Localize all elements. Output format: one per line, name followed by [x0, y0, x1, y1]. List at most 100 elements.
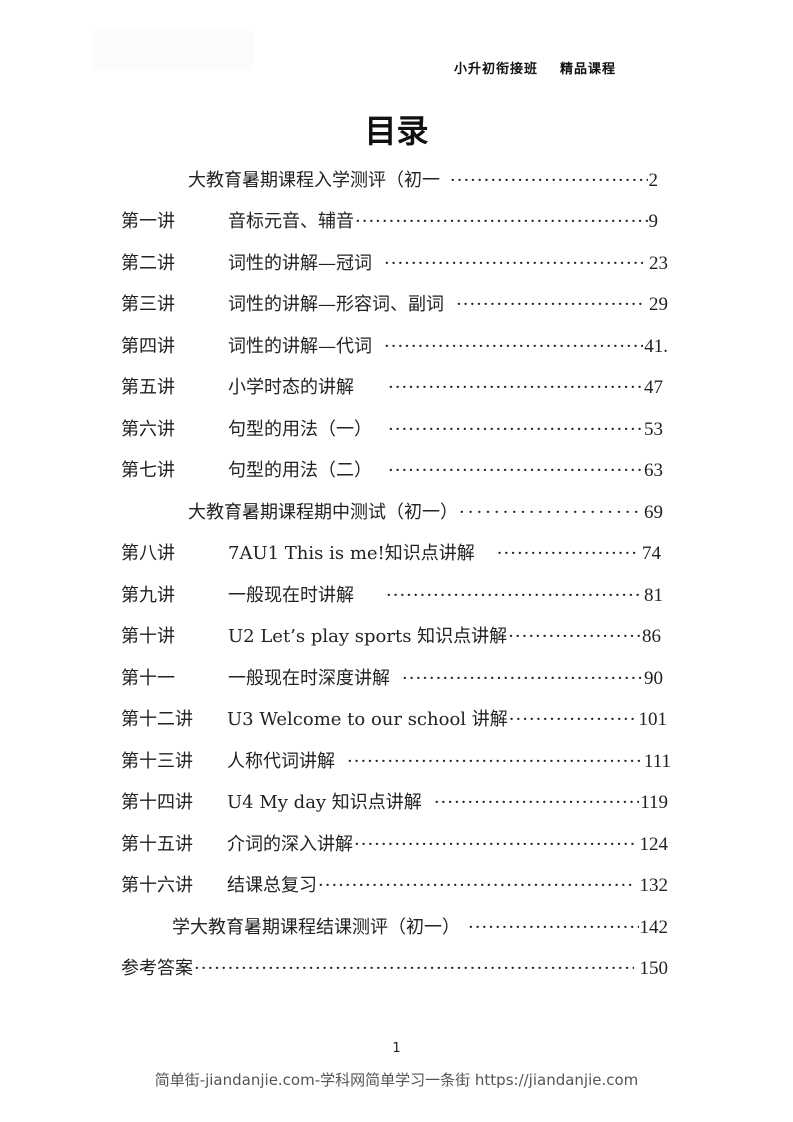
header-logo-placeholder — [92, 30, 254, 70]
toc-entry[interactable]: 第五讲 小学时态的讲解 47 — [121, 373, 663, 403]
toc-entry-page: 23 — [649, 253, 668, 274]
toc-entry-lecture: 第三讲 — [121, 294, 175, 315]
toc-entry-lecture: 第十六讲 — [121, 875, 193, 896]
header-left-text: 小升初衔接班 — [454, 62, 539, 77]
toc-entry-page: 132 — [639, 875, 669, 896]
toc-entry-lecture: 第十三讲 — [121, 751, 193, 772]
toc-entry-title: 句型的用法（二） — [228, 460, 372, 481]
toc-entry-page: 150 — [639, 958, 669, 979]
toc-entry-lecture: 第十二讲 — [121, 709, 193, 730]
toc-entry[interactable]: 第十四讲 U4 My day 知识点讲解 119 — [121, 788, 668, 818]
header-right-text: 精品课程 — [560, 62, 617, 77]
toc-entry[interactable]: 第九讲 一般现在时讲解 81 — [121, 581, 663, 611]
toc-entry-lecture: 第十讲 — [121, 626, 175, 647]
toc-entry-title: 词性的讲解—冠词 — [228, 253, 372, 274]
toc-entry-page: 41. — [644, 336, 668, 357]
leader-dots — [508, 622, 641, 652]
leader-dots — [355, 207, 648, 237]
leader-dots — [354, 830, 634, 860]
toc-entry[interactable]: 第二讲 词性的讲解—冠词 23 — [121, 249, 668, 279]
toc-entry[interactable]: 大教育暑期课程期中测试（初一） 69 — [188, 498, 663, 528]
leader-dots — [386, 581, 643, 611]
leader-dots — [347, 747, 643, 777]
toc-entry-page: 119 — [640, 792, 668, 813]
toc-entry-lecture: 第二讲 — [121, 253, 175, 274]
toc-entry[interactable]: 第十三讲 人称代词讲解 111 — [121, 747, 671, 777]
toc-entry-title: 小学时态的讲解 — [228, 377, 354, 398]
leader-dots — [388, 456, 643, 486]
toc-entry-title: 大教育暑期课程入学测评（初一 — [188, 170, 440, 191]
toc-entry-page: 53 — [644, 419, 663, 440]
toc-entry-title: 音标元音、辅音 — [228, 211, 354, 232]
toc-entry-title: U3 Welcome to our school 讲解 — [227, 709, 508, 730]
leader-dots — [450, 166, 648, 196]
toc-entry-title: 一般现在时深度讲解 — [228, 668, 390, 689]
toc-entry-page: 101 — [638, 709, 668, 730]
toc-entry-page: 47 — [644, 377, 663, 398]
toc-entry-title: 句型的用法（一） — [228, 419, 372, 440]
page-title: 目录 — [364, 112, 429, 150]
toc-entry-lecture: 第十五讲 — [121, 834, 193, 855]
toc-entry-page: 9 — [648, 211, 659, 232]
page-header: 小升初衔接班 精品课程 — [454, 58, 616, 77]
toc-entry[interactable]: 第七讲 句型的用法（二） 63 — [121, 456, 663, 486]
leader-dots — [388, 373, 643, 403]
toc-entry-lecture: 第四讲 — [121, 336, 175, 357]
leader-dots — [402, 664, 643, 694]
toc-entry[interactable]: 第四讲 词性的讲解—代词 41. — [121, 332, 668, 362]
leader-dots — [434, 788, 639, 818]
leader-dots — [318, 871, 634, 901]
toc-entry-page: 74 — [642, 543, 661, 564]
leader-dots — [388, 415, 643, 445]
toc-entry-title: 参考答案 — [121, 958, 193, 979]
toc-entry[interactable]: 第十二讲 U3 Welcome to our school 讲解 101 — [121, 705, 667, 735]
toc-entry-page: 2 — [648, 170, 659, 191]
toc-entry-lecture: 第七讲 — [121, 460, 175, 481]
toc-entry[interactable]: 学大教育暑期课程结课测评（初一） 142 — [172, 913, 668, 943]
toc-entry-page: 142 — [639, 917, 669, 938]
toc-entry-title: 词性的讲解—形容词、副词 — [228, 294, 444, 315]
toc-entry-page: 90 — [644, 668, 663, 689]
toc-entry-title: 结课总复习 — [227, 875, 317, 896]
toc-entry[interactable]: 参考答案 150 — [121, 954, 668, 984]
toc-entry[interactable]: 大教育暑期课程入学测评（初一 2 — [188, 166, 658, 196]
toc-entry-title: 词性的讲解—代词 — [228, 336, 372, 357]
toc-entry-lecture: 第六讲 — [121, 419, 175, 440]
leader-dots — [459, 498, 643, 528]
toc-entry-title: U4 My day 知识点讲解 — [227, 792, 422, 813]
toc-entry[interactable]: 第一讲 音标元音、辅音 9 — [121, 207, 658, 237]
toc-entry[interactable]: 第三讲 词性的讲解—形容词、副词 29 — [121, 290, 668, 320]
leader-dots — [384, 332, 643, 362]
toc-entry[interactable]: 第十六讲 结课总复习 132 — [121, 871, 668, 901]
leader-dots — [194, 954, 634, 984]
leader-dots — [509, 705, 638, 735]
toc-entry-lecture: 第一讲 — [121, 211, 175, 232]
toc-entry-page: 69 — [644, 502, 663, 523]
leader-dots — [468, 913, 639, 943]
page-number: 1 — [392, 1041, 401, 1056]
toc-entry[interactable]: 第八讲 7AU1 This is me!知识点讲解 74 — [121, 539, 661, 569]
toc-entry-page: 63 — [644, 460, 663, 481]
footer-watermark: 简单街-jiandanjie.com-学科网简单学习一条街 https://ji… — [154, 1071, 639, 1089]
toc-entry-title: 大教育暑期课程期中测试（初一） — [188, 502, 458, 523]
toc-entry-title: 7AU1 This is me!知识点讲解 — [228, 543, 475, 564]
toc-entry-page: 124 — [639, 834, 669, 855]
toc-entry[interactable]: 第十五讲 介词的深入讲解 124 — [121, 830, 668, 860]
leader-dots — [456, 290, 643, 320]
toc-entry-lecture: 第九讲 — [121, 585, 175, 606]
leader-dots — [384, 249, 643, 279]
toc-entry-page: 111 — [643, 751, 671, 772]
toc-entry[interactable]: 第六讲 句型的用法（一） 53 — [121, 415, 663, 445]
toc-entry-lecture: 第十四讲 — [121, 792, 193, 813]
toc-entry-title: 介词的深入讲解 — [227, 834, 353, 855]
toc-entry-title: 人称代词讲解 — [227, 751, 335, 772]
toc-entry-page: 29 — [649, 294, 668, 315]
toc-entry[interactable]: 第十一一般现在时深度讲解90 — [121, 664, 663, 694]
toc-entry-lecture: 第五讲 — [121, 377, 175, 398]
toc-entry-lecture: 第八讲 — [121, 543, 175, 564]
toc-entry-title: 一般现在时讲解 — [228, 585, 354, 606]
toc-entry-page: 81 — [644, 585, 663, 606]
leader-dots — [497, 539, 636, 569]
toc-entry-title: 学大教育暑期课程结课测评（初一） — [172, 917, 460, 938]
